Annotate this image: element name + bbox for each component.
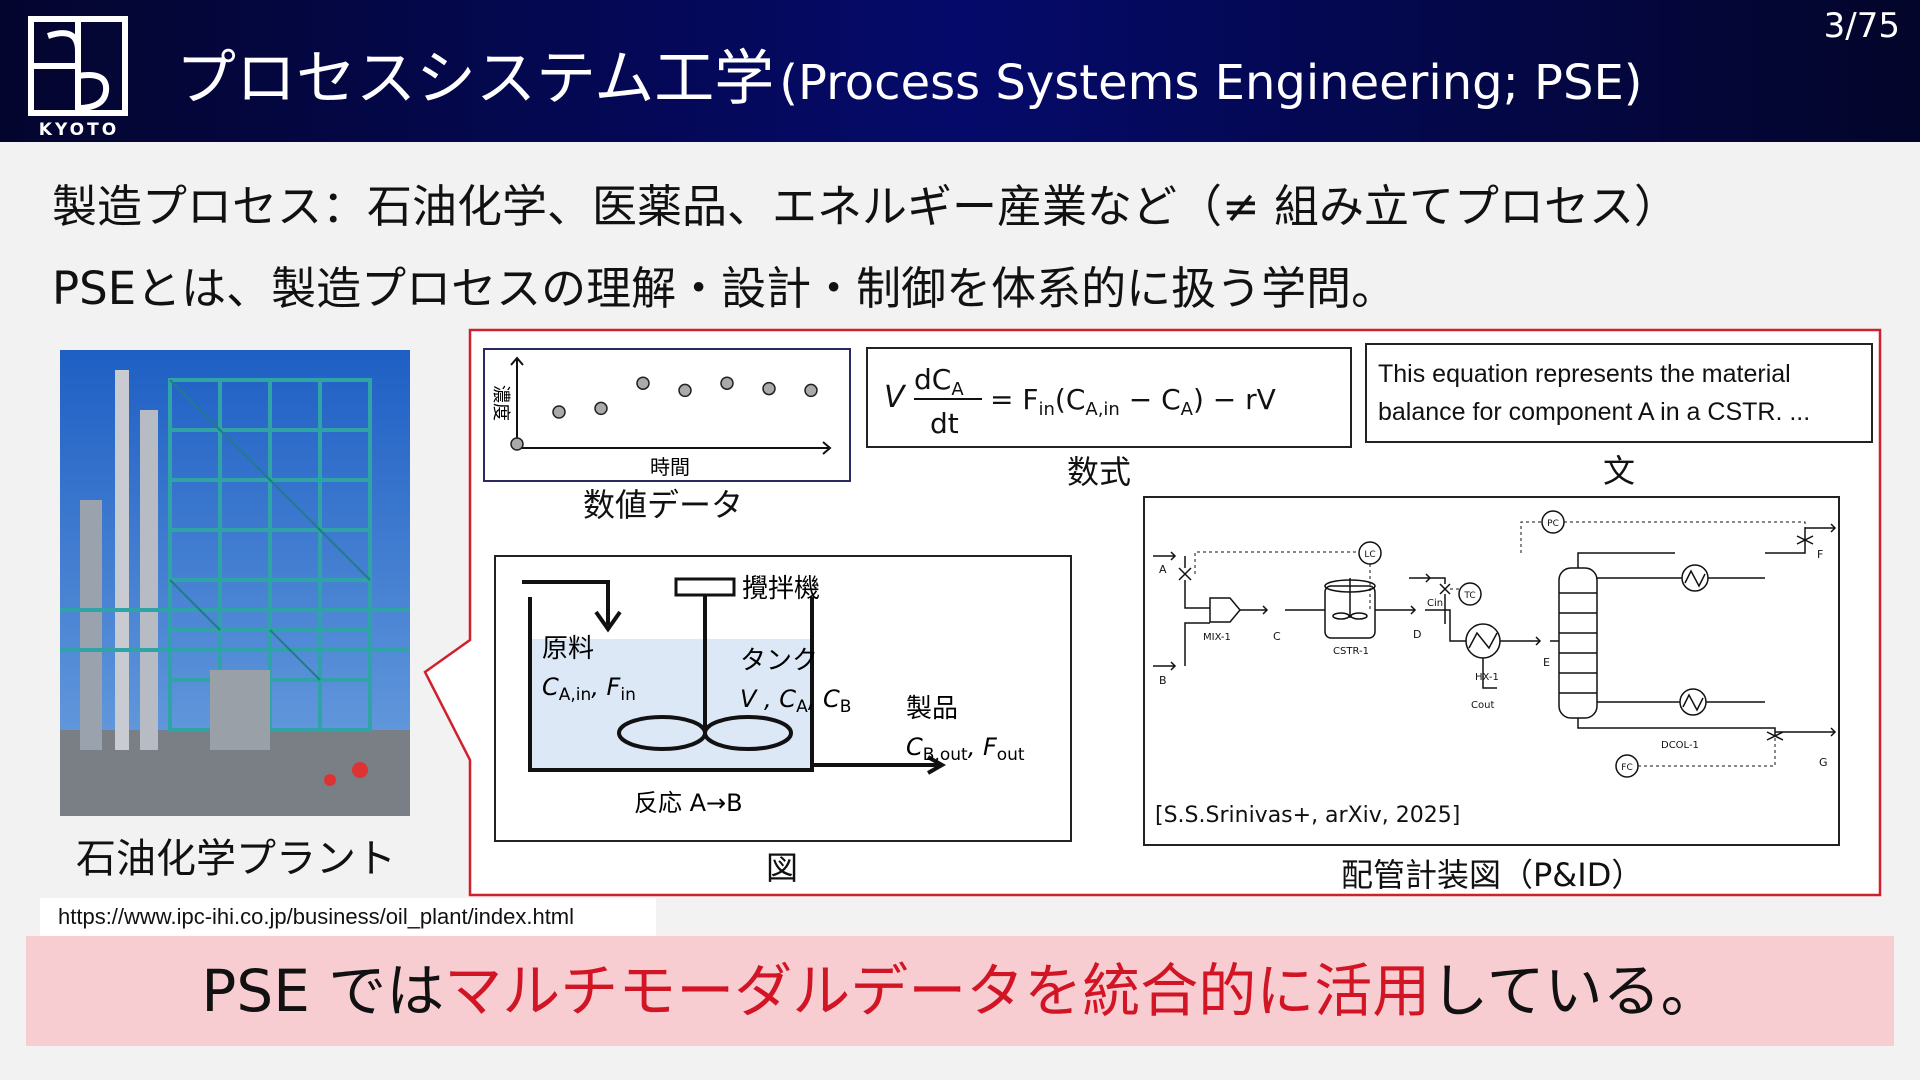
summary-text: PSE ではマルチモーダルデータを統合的に活用している。: [26, 936, 1894, 1046]
figure-panel: 攪拌機 原料 CA,in, Fin タンク V , CA, CB 製品 CB,o…: [494, 555, 1072, 842]
summary-post: している。: [1430, 957, 1719, 1025]
cstr-diagram: 攪拌機 原料 CA,in, Fin タンク V , CA, CB 製品 CB,o…: [522, 574, 1025, 817]
stirrer-label: 攪拌機: [742, 574, 820, 604]
feed-label: 原料: [542, 634, 594, 664]
scatter-point: [594, 401, 608, 416]
scatter-point: [804, 383, 818, 398]
text-line-1: This equation represents the material: [1378, 360, 1791, 388]
pid-tag-pc: PC: [1547, 519, 1559, 529]
summary-banner: PSE ではマルチモーダルデータを統合的に活用している。: [26, 936, 1894, 1046]
pid-tag-tc: TC: [1463, 591, 1475, 601]
plant-source-url[interactable]: https://www.ipc-ihi.co.jp/business/oil_p…: [40, 898, 656, 936]
title-jp: プロセスシステム工学: [176, 44, 775, 114]
pid-label-e: E: [1543, 656, 1550, 669]
product-vars: CB,out, Fout: [906, 733, 1025, 765]
x-axis-arrow: [822, 441, 832, 455]
equation-panel: V dCA dt = Fin(CA,in − CA) − rV: [866, 347, 1352, 448]
eq-rhs: = Fin(CA,in − CA) − rV: [990, 383, 1276, 420]
pid-label-c: C: [1273, 630, 1281, 643]
equation-caption: 数式: [1067, 453, 1132, 491]
page-number: 3/75: [1823, 6, 1900, 46]
pid-caption: 配管計装図（P&ID）: [1341, 856, 1644, 894]
scatter-point: [510, 437, 524, 451]
summary-highlight: マルチモーダルデータを統合的に活用: [444, 957, 1431, 1025]
summary-pre: PSE では: [201, 957, 445, 1025]
bullet-pse-definition: PSEとは、製造プロセスの理解・設計・制御を体系的に扱う学問。: [52, 262, 1397, 315]
x-axis-label: 時間: [650, 455, 690, 479]
feed-pipe: [522, 580, 610, 625]
text-caption: 文: [1603, 452, 1636, 490]
pid-diagram: A B MIX-1 C CSTR-1 D HX-1 Cout Cin E F G…: [1153, 510, 1837, 828]
pid-label-mix: MIX-1: [1203, 632, 1231, 643]
scatter-point: [678, 383, 692, 398]
eq-denominator: dt: [930, 407, 959, 440]
plant-caption: 石油化学プラント: [76, 836, 396, 882]
reaction-label: 反応 A→B: [634, 789, 743, 817]
y-axis-arrow: [510, 356, 524, 366]
tank-wall: [528, 597, 814, 772]
slide-header: [0, 0, 1920, 142]
eq-V: V: [884, 380, 907, 415]
petrochemical-plant-photo: [60, 350, 410, 816]
logo-text: KYOTO: [39, 120, 119, 138]
pid-label-dcol: DCOL-1: [1661, 740, 1699, 751]
stirrer-motor: [674, 577, 736, 597]
text-panel: This equation represents the material ba…: [1365, 343, 1873, 443]
kyoto-logo: KYOTO: [28, 16, 128, 138]
material-balance-equation: V dCA dt = Fin(CA,in − CA) − rV: [884, 363, 1276, 440]
tank-label: タンク: [740, 646, 818, 676]
feed-arrow: [594, 610, 622, 633]
feed-vars: CA,in, Fin: [542, 673, 636, 705]
pid-label-b: B: [1159, 674, 1167, 687]
pid-label-cstr: CSTR-1: [1333, 646, 1369, 657]
pid-panel: A B MIX-1 C CSTR-1 D HX-1 Cout Cin E F G…: [1143, 496, 1840, 846]
slide-title: プロセスシステム工学 (Process Systems Engineering;…: [176, 30, 1643, 117]
pid-label-cout: Cout: [1471, 700, 1494, 711]
scatter-point: [552, 405, 566, 419]
numeric-scatter: 濃度 時間: [490, 356, 832, 479]
bullet-manufacturing: 製造プロセス：石油化学、医薬品、エネルギー産業など（≠ 組み立てプロセス）: [52, 180, 1680, 233]
pid-tag-fc: FC: [1621, 763, 1632, 773]
tank-vars: V , CA, CB: [740, 685, 851, 717]
pid-citation: [S.S.Srinivas+, arXiv, 2025]: [1155, 803, 1460, 828]
scatter-point: [762, 381, 776, 396]
numeric-data-panel: 濃度 時間: [483, 348, 851, 482]
pid-label-hx: HX-1: [1475, 672, 1499, 683]
eq-numerator: dCA: [914, 363, 964, 400]
scatter-point: [636, 376, 650, 390]
numeric-caption: 数値データ: [583, 486, 744, 524]
figure-caption: 図: [766, 849, 799, 887]
pid-label-cin: Cin: [1427, 598, 1443, 609]
pid-label-d: D: [1413, 628, 1421, 641]
title-en: (Process Systems Engineering; PSE): [779, 55, 1643, 111]
pid-label-f: F: [1817, 548, 1823, 561]
impeller-right: [703, 715, 793, 751]
scatter-points: [510, 376, 818, 451]
pid-label-g: G: [1819, 756, 1828, 769]
pid-label-a: A: [1159, 563, 1167, 576]
text-line-2: balance for component A in a CSTR. ...: [1378, 398, 1811, 426]
product-arrow: [927, 755, 947, 775]
y-axis-label: 濃度: [490, 385, 511, 421]
product-label: 製品: [906, 694, 958, 724]
scatter-point: [720, 376, 734, 390]
pid-tag-lc: LC: [1364, 550, 1375, 560]
